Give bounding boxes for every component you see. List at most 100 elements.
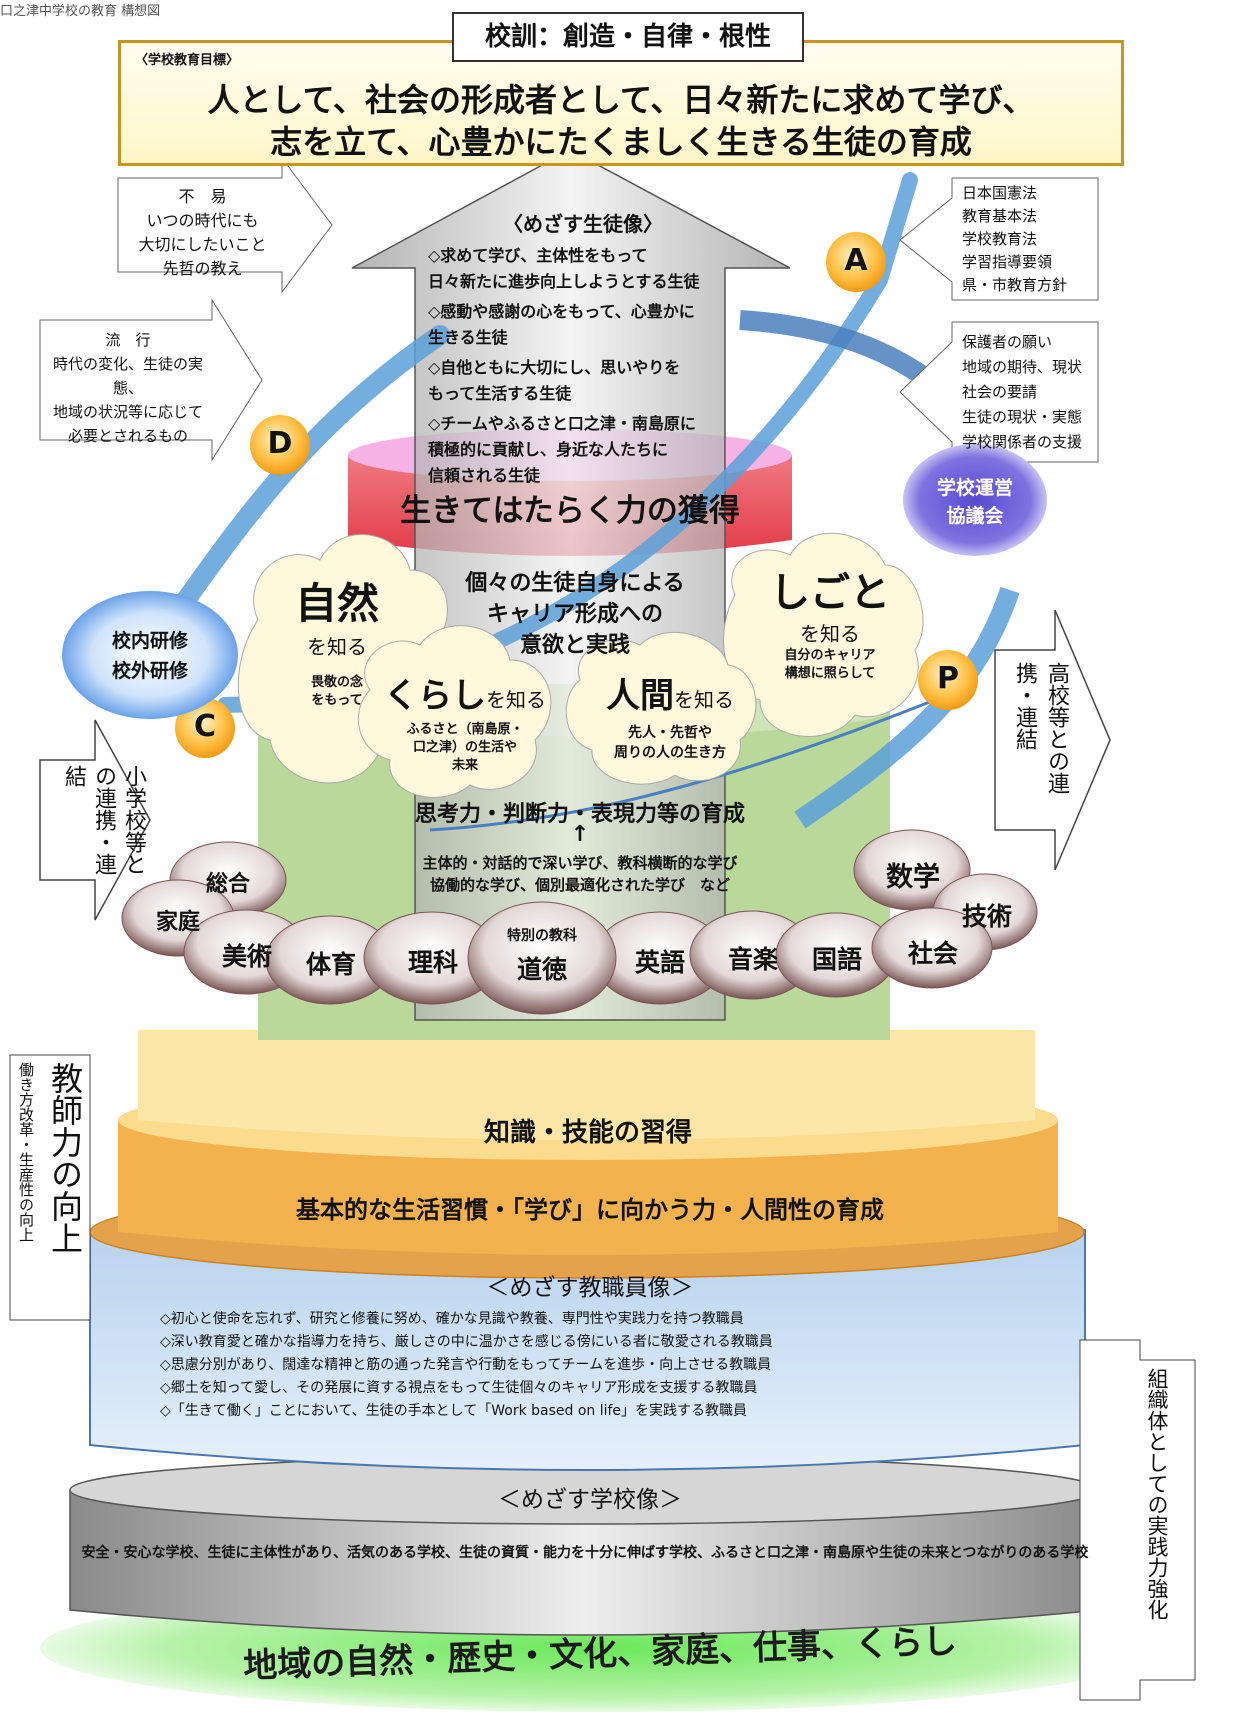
cloud-shizen-text: 自然 を知る 畏敬の念 をもって — [262, 570, 412, 710]
training-line: 校外研修 — [111, 660, 188, 682]
cloud-ningen-note: 周りの人の生き方 — [614, 745, 726, 761]
thin-curve — [429, 688, 961, 832]
cycle-a-label: A — [844, 243, 868, 278]
org-power-box — [1079, 1339, 1196, 1701]
council-line: 学校運営 — [936, 477, 1013, 499]
up-arrow-icon: ↑ — [570, 822, 590, 847]
student-image-title: 〈めざす生徒像〉 — [503, 212, 663, 236]
cloud-shizen-main: 自然 — [294, 579, 379, 628]
council-line: 協議会 — [946, 505, 1004, 527]
elementary-label: 小学校等との連携・連結 — [61, 765, 146, 875]
knowledge-layer — [138, 1030, 1035, 1140]
law-item: 学習指導要領 — [962, 253, 1053, 271]
cloud-ningen — [565, 631, 757, 785]
teacher-image-title: ＜めざす教職員像＞ — [486, 1275, 694, 1301]
ikiru-chikara: 生きてはたらく力の獲得 — [400, 493, 740, 529]
knowledge: 知識・技能の習得 — [483, 1118, 692, 1148]
student-goal: ◇求めて学び、主体性をもって — [428, 246, 648, 265]
cloud-kurashi-text: くらしを知る ふるさと（南島原・ 口之津）の生活や 未来 — [375, 668, 555, 775]
highschool-label: 高校等との連携・連結 — [1012, 662, 1069, 794]
elementary-arrow — [39, 719, 151, 921]
cycle-d-label: D — [267, 426, 293, 461]
cloud-shigoto-main: しごと — [770, 570, 890, 616]
cycle-p-ball — [918, 650, 978, 710]
student-goal: ◇自他ともに大切にし、思いやりを — [428, 358, 681, 377]
school-image-text: 安全・安心な学校、生徒に主体性があり、活気のある学校、生徒の資質・能力を十分に伸… — [81, 1545, 1089, 1561]
student-goal: ◇チームやふるさと口之津・南島原に — [428, 414, 696, 433]
career-line: 個々の生徒自身による — [465, 571, 685, 596]
ryuko-line: 必要とされるもの — [67, 427, 188, 445]
training-line: 校内研修 — [111, 630, 188, 652]
wish-item: 保護者の願い — [962, 333, 1053, 351]
student-goal: 信頼される生徒 — [428, 466, 541, 485]
teacher-goal: ◇思慮分別があり、闊達な精神と筋の通った発言や行動をもってチームを進歩・向上させ… — [160, 1357, 772, 1373]
p-arrow — [794, 586, 1020, 829]
career-line: キャリア形成への — [486, 602, 663, 627]
student-goal: 積極的に貢献し、身近な人たちに — [428, 440, 669, 459]
training: 校内研修 校外研修 — [70, 626, 230, 686]
header-title: 口之津中学校の教育 構想図 — [0, 4, 161, 19]
teacher-goal: ◇「生きて働く」ことにおいて、生徒の手本として「Work based on li… — [160, 1403, 748, 1419]
cloud-kurashi-main: くらし — [384, 676, 486, 716]
cloud-ningen-text: 人間を知る 先人・先哲や 周りの人の生き方 — [585, 668, 755, 763]
wish-item: 地域の期待、現状 — [962, 358, 1083, 376]
wish-item: 生徒の現状・実態 — [962, 408, 1083, 426]
cloud-shigoto — [723, 532, 924, 737]
training-ball — [62, 591, 238, 719]
cloud-shigoto-sub: を知る — [800, 622, 860, 646]
cloud-shigoto-note: 構想に照らして — [784, 666, 876, 681]
wish-item: 社会の要請 — [962, 383, 1038, 401]
goal-up-arrow — [351, 149, 791, 1021]
school-image-title: ＜めざす学校像＞ — [498, 1487, 682, 1513]
teacher-image: ◇初心と使命を忘れず、研究と修養に努め、確かな見識や教養、専門性や実践力を持つ教… — [160, 1308, 1060, 1423]
subject-dotoku: 道徳 — [516, 955, 567, 984]
cloud-shigoto-text: しごと を知る 自分のキャリア 構想に照らして — [750, 560, 910, 683]
subject-eigo: 英語 — [634, 948, 685, 977]
cloud-ningen-main: 人間 — [606, 676, 674, 716]
teacher-band — [89, 1229, 1086, 1471]
fueki-title: 不 易 — [178, 187, 227, 206]
student-goal: ◇感動や感謝の心をもって、心豊かに — [428, 302, 695, 321]
subject-gijutsu: 技術 — [961, 902, 1012, 931]
thinking-line: 協働的な学び、個別最適化された学び など — [429, 876, 730, 894]
law-item: 教育基本法 — [962, 207, 1038, 225]
student-goal: 生きる生徒 — [428, 328, 508, 347]
wishes: 保護者の願い 地域の期待、現状 社会の要請 生徒の現状・実態 学校関係者の支援 — [962, 330, 1082, 455]
wish-item: 学校関係者の支援 — [962, 433, 1083, 451]
council: 学校運営 協議会 — [905, 474, 1045, 530]
subject-katei: 家庭 — [155, 910, 200, 935]
cloud-shizen-note: 畏敬の念 — [310, 675, 363, 690]
fueki-line: いつの時代にも — [146, 211, 259, 230]
ball-dotoku — [467, 901, 617, 1015]
school-band — [69, 1489, 1101, 1636]
cycle-d-ball — [250, 415, 310, 475]
career: 個々の生徒自身による キャリア形成への 意欲と実践 — [425, 568, 725, 661]
subject-sugaku: 数学 — [886, 862, 940, 893]
org-power-label: 組織体としての実践力強化 — [1145, 1368, 1169, 1620]
thinking-line: 主体的・対話的で深い学び、教科横断的な学び — [422, 854, 738, 872]
basic: 基本的な生活習慣・「学び」に向かう力・人間性の育成 — [296, 1196, 884, 1224]
law-item: 県・市教育方針 — [962, 276, 1068, 294]
fueki-box — [117, 156, 333, 294]
highschool-arrow — [994, 609, 1111, 871]
laws: 日本国憲法 教育基本法 学校教育法 学習指導要領 県・市教育方針 — [962, 182, 1067, 297]
laws-box — [899, 177, 1099, 301]
subject-taiiku: 体育 — [305, 950, 356, 979]
law-item: 学校教育法 — [962, 230, 1038, 248]
student-image: 〈めざす生徒像〉 ◇求めて学び、主体性をもって 日々新たに進歩向上しようとする生… — [428, 208, 738, 489]
ryuko: 流 行 時代の変化、生徒の実態、 地域の状況等に応じて 必要とされるもの — [44, 328, 212, 448]
d-arrow — [165, 325, 450, 625]
teacher-goal: ◇郷土を知って愛し、その発展に資する視点をもって生徒個々のキャリア形成を支援する… — [160, 1380, 758, 1396]
subject-tokubetsu: 特別の教科 — [507, 928, 577, 944]
subject-shakai: 社会 — [907, 939, 958, 968]
school-goal-line1: 人として、社会の形成者として、日々新たに求めて学び、 — [207, 81, 1035, 119]
subject-bijutsu: 美術 — [221, 942, 272, 971]
teacher-power-box — [9, 1054, 91, 1321]
cloud-shizen-sub: を知る — [307, 635, 367, 659]
student-goal: もって生活する生徒 — [428, 384, 572, 403]
cloud-kurashi-note: 口之津）の生活や — [412, 740, 517, 755]
subject-kokugo: 国語 — [811, 945, 862, 974]
cloud-kurashi-sub: を知る — [486, 688, 546, 712]
ryuko-title: 流 行 — [105, 331, 151, 349]
ball-shakai — [871, 907, 993, 989]
